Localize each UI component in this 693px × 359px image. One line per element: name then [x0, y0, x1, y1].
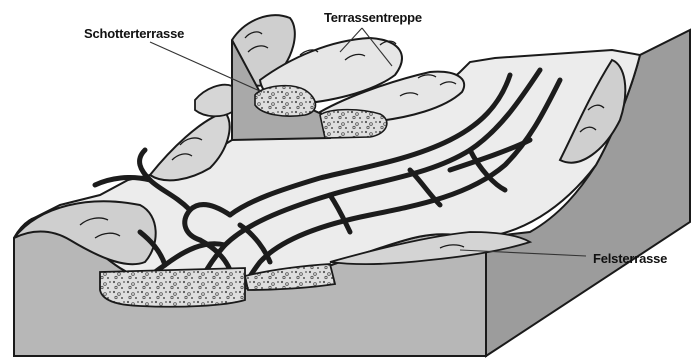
gravel-deposit-upper	[255, 86, 316, 116]
label-felsterrasse: Felsterrasse	[593, 251, 667, 266]
label-schotterterrasse: Schotterterrasse	[84, 26, 184, 41]
label-terrassentreppe: Terrassentreppe	[324, 10, 422, 25]
gravel-front-left	[100, 268, 245, 307]
gravel-deposit-upper-right	[320, 110, 387, 138]
left-step-slope	[195, 85, 232, 117]
